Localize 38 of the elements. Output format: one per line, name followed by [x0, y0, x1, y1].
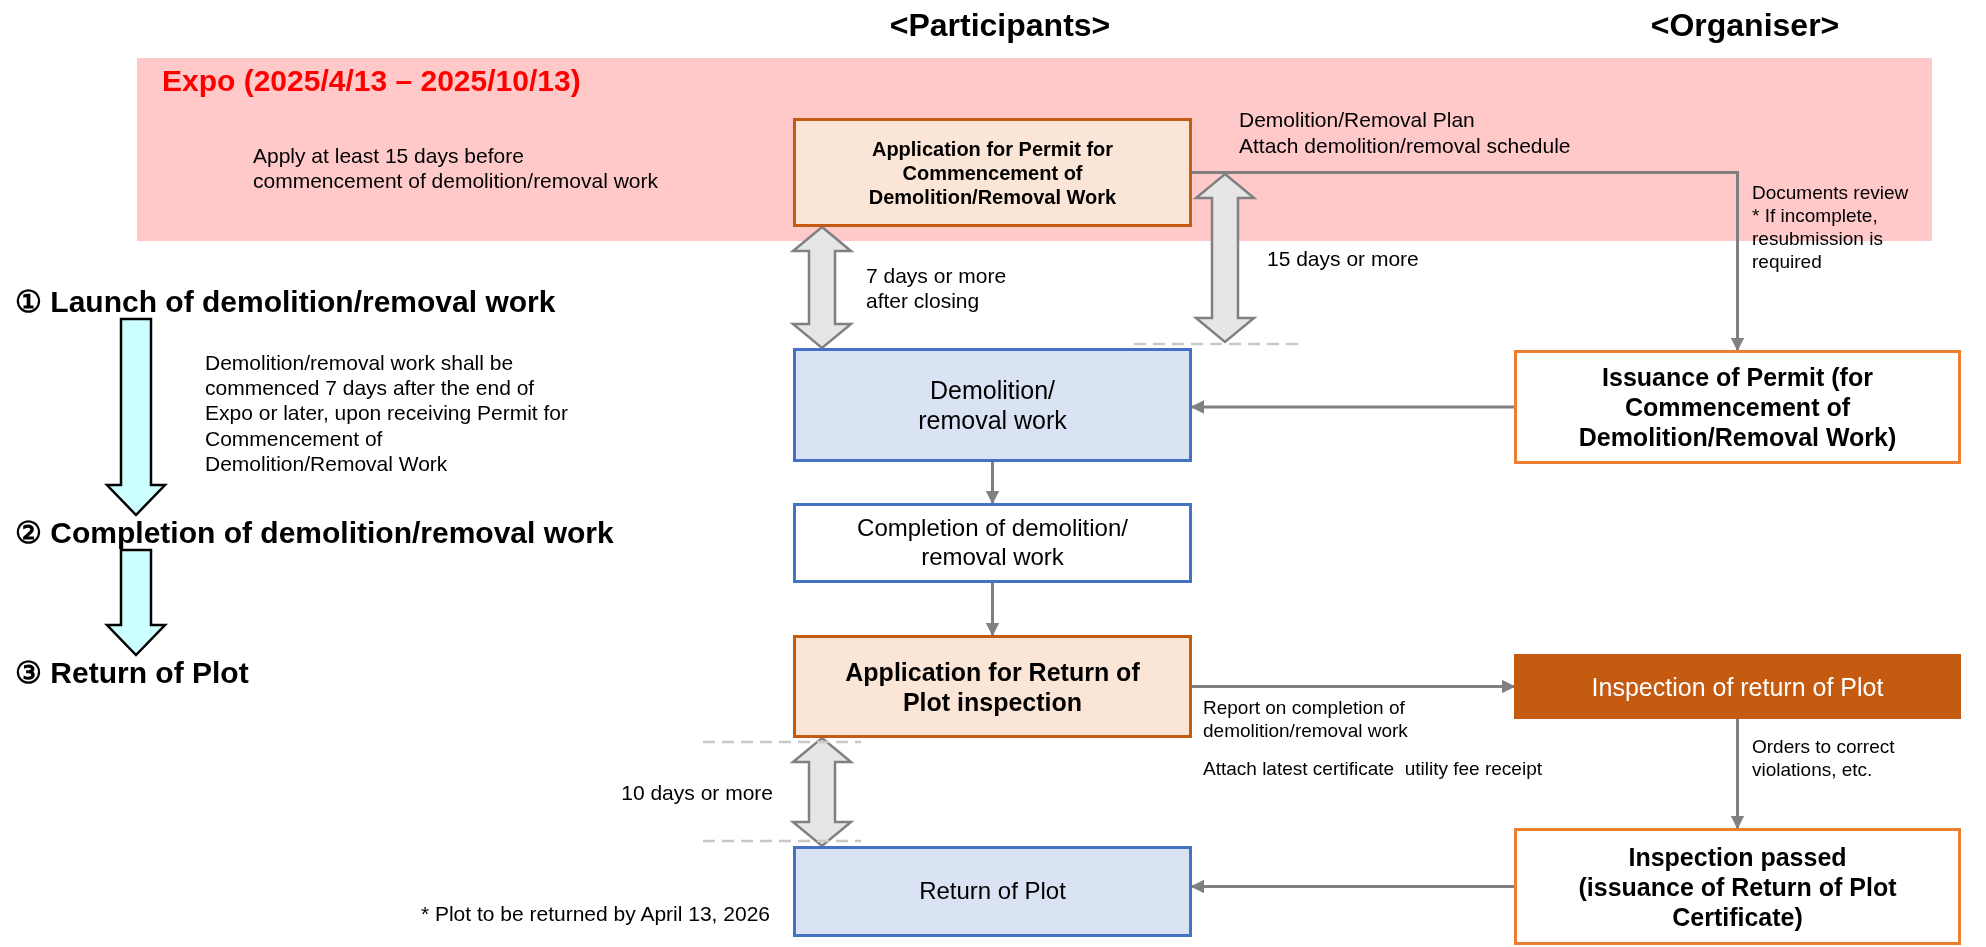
edge-note: Attach demolition/removal schedule [1239, 133, 1572, 159]
arrow [985, 462, 1000, 505]
note-text: Demolition/removal work shall be commenced 7 days after the end of Expo or later, upon receiving Permit for Commencement of Demolition/Removal Work [205, 350, 569, 476]
process-box: Completion of demolition/ removal work [793, 503, 1192, 583]
double-block-arrow [789, 736, 855, 848]
step-heading: ② Completion of demolition/removal work [15, 515, 614, 550]
arrow [1190, 879, 1514, 894]
arrow [985, 583, 1000, 637]
review-note: Documents review [1752, 182, 1910, 205]
step-heading: ① Launch of demolition/removal work [15, 284, 556, 319]
arrow [1730, 719, 1745, 830]
application-box: Application for Return of Plot inspection [793, 635, 1192, 738]
column-heading: <Organiser> [1649, 6, 1841, 45]
edge-label: Demolition/Removal Plan [1239, 107, 1476, 133]
edge-label: 7 days or more after closing [866, 263, 1008, 314]
arrow [1192, 679, 1516, 694]
organiser-box: Inspection passed (issuance of Return of Plot Certificate) [1514, 828, 1961, 945]
organiser-box: Issuance of Permit (for Commencement of Demolition/Removal Work) [1514, 350, 1961, 464]
column-heading: <Participants> [888, 6, 1112, 45]
process-box: Return of Plot [793, 846, 1192, 937]
edge-label: Orders to correct violations, etc. [1752, 736, 1896, 782]
application-box: Application for Permit for Commencement of Demolition/Removal Work [793, 118, 1192, 227]
double-block-arrow [789, 225, 855, 350]
note-text: Apply at least 15 days before commencement of demolition/removal work [253, 143, 659, 194]
arrow [1192, 171, 1745, 352]
inspection-box: Inspection of return of Plot [1514, 654, 1961, 719]
edge-label: Report on completion of demolition/removal work [1203, 697, 1409, 743]
duration-label: 15 days or more [1267, 246, 1420, 272]
block-arrow [104, 548, 168, 657]
edge-note: Attach latest certificate utility fee receipt [1203, 758, 1543, 781]
band-title: Expo (2025/4/13 – 2025/10/13) [162, 64, 581, 98]
arrow [1190, 400, 1514, 414]
footnote: * Plot to be returned by April 13, 2026 [419, 901, 770, 927]
step-heading: ③ Return of Plot [15, 655, 249, 690]
edge-label: 10 days or more [620, 780, 773, 806]
process-box: Demolition/ removal work [793, 348, 1192, 462]
review-note: * If incomplete, resubmission is required [1752, 205, 1884, 274]
block-arrow [104, 317, 168, 517]
